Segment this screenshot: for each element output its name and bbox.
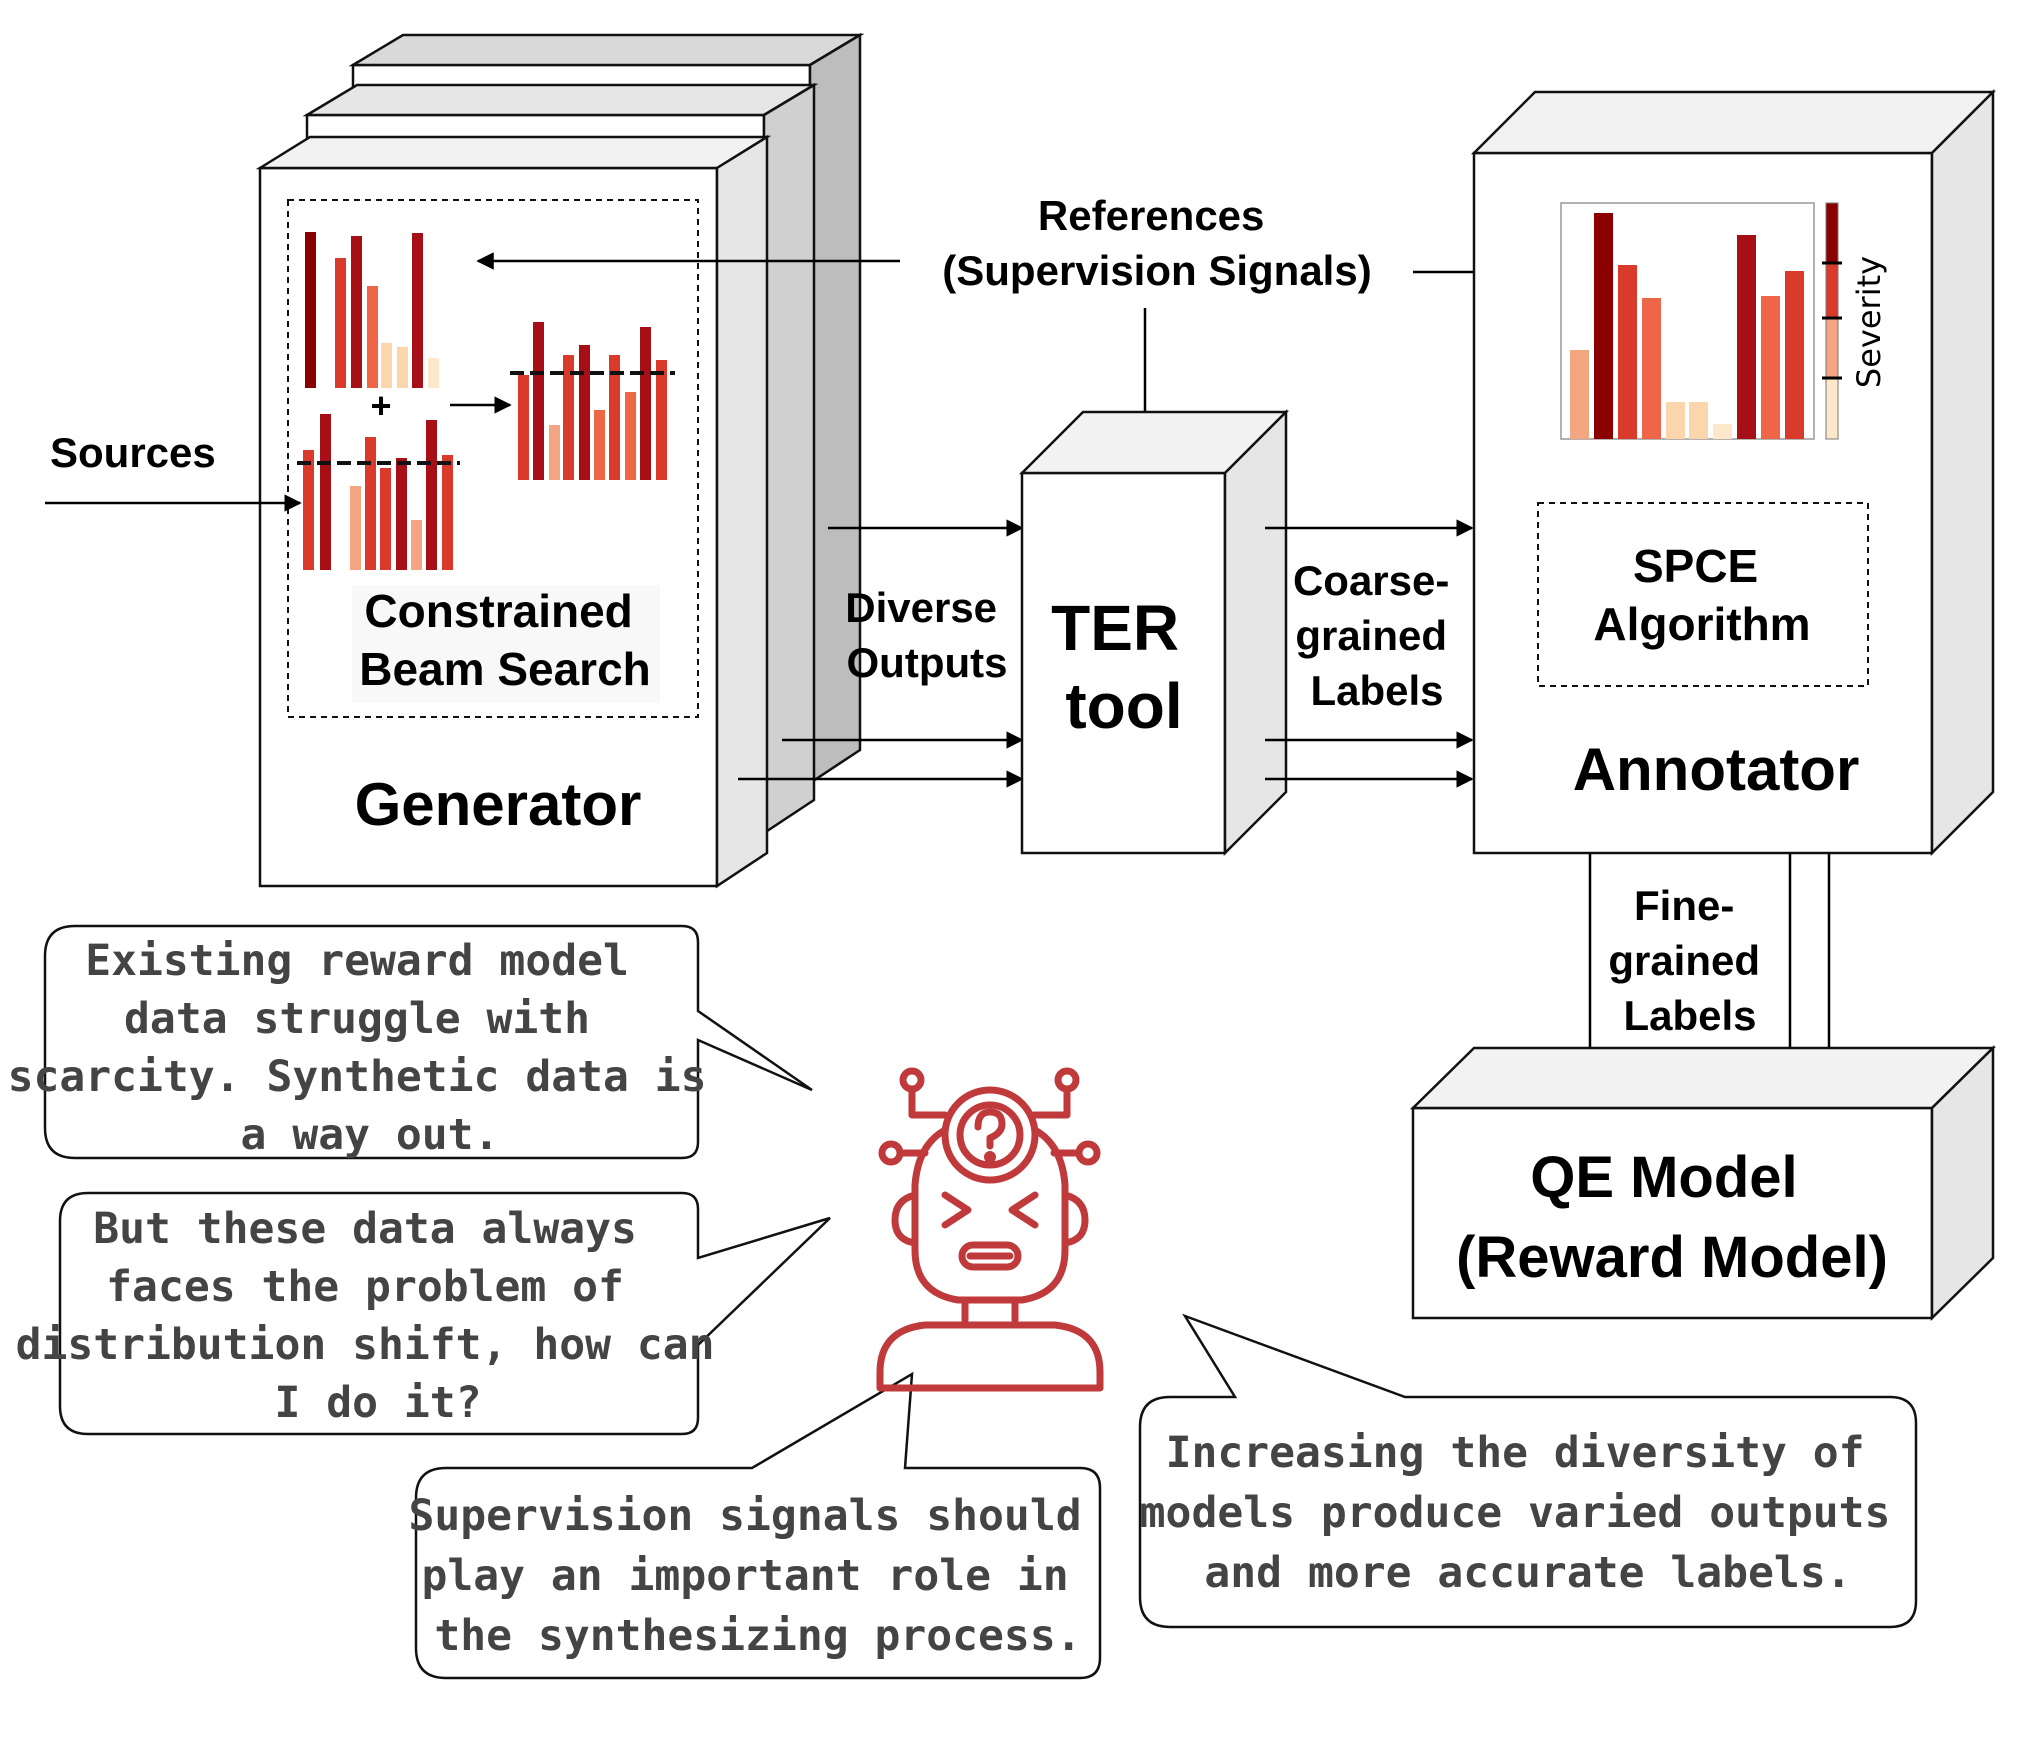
diverse-outputs-label: Diverse Outputs (845, 584, 1008, 686)
bubble-distribution-shift: But these data always faces the problem … (16, 1191, 831, 1436)
beam-bars-group-c (510, 322, 675, 480)
bubble-diversity: Increasing the diversity of models produ… (1138, 1313, 1918, 1629)
beam-bars-group-a (305, 232, 439, 388)
confused-robot-head-icon (876, 1067, 1104, 1392)
ter-tool-box: TER tool (1018, 408, 1290, 857)
severity-axis-label: Severity (1850, 256, 1888, 388)
bubble-distribution-shift-text: But these data always faces the problem … (16, 1204, 741, 1428)
annotator-label: Annotator (1573, 736, 1860, 803)
coarse-grained-labels-text: Coarse- grained Labels (1293, 557, 1461, 714)
beam-bars-group-b (297, 414, 460, 570)
bubble-supervision-text: Supervision signals should play an impor… (409, 1491, 1108, 1661)
fine-grained-labels-text: Fine- grained Labels (1608, 882, 1771, 1039)
severity-bars (1570, 213, 1804, 439)
bubble-diversity-text: Increasing the diversity of models produ… (1140, 1428, 1917, 1598)
plus-sign: + (370, 385, 391, 426)
spce-dashed-frame (1537, 502, 1869, 687)
bubble-scarcity-text: Existing reward model data struggle with… (8, 936, 733, 1160)
qe-model-box: QE Model (Reward Model) (1409, 1045, 1997, 1321)
references-label: References (Supervision Signals) (942, 192, 1371, 294)
sources-label: Sources (50, 429, 216, 476)
bubble-scarcity: Existing reward model data struggle with… (8, 924, 813, 1160)
beam-search-dashed-frame (287, 199, 699, 718)
bubble-supervision: Supervision signals should play an impor… (409, 1371, 1108, 1680)
ter-tool-label: TER tool (1051, 592, 1197, 742)
severity-colorbar (1822, 202, 1842, 440)
generator-stack: + (255, 32, 865, 889)
annotator-box: Severity SPCE Algorithm Annotator (1470, 88, 1997, 857)
generator-label: Generator (355, 771, 642, 838)
qe-model-label: QE Model (Reward Model) (1456, 1145, 1888, 1290)
spce-algorithm-label: SPCE Algorithm (1593, 540, 1810, 650)
constrained-beam-search-label: Constrained Beam Search (359, 585, 651, 695)
